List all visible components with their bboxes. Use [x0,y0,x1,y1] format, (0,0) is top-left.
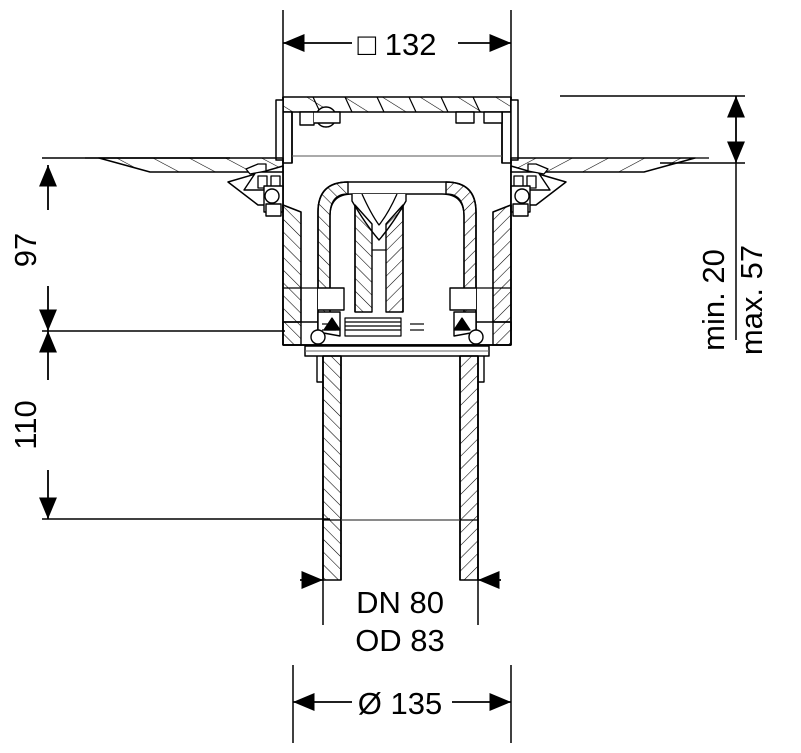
dimension-bottom-diameter-label: Ø 135 [358,686,442,721]
dimension-top-width [282,10,512,100]
dimension-bottom-diameter [292,665,512,743]
dimension-left-97 [39,157,230,331]
grate-assembly [275,96,519,164]
dimension-dn80-label: DN 80 [356,585,444,620]
dimension-od83-label: OD 83 [355,623,445,658]
dimension-right-max-label: max. 57 [734,245,769,355]
outlet-pipe [316,355,485,581]
dimension-right-height [560,95,745,340]
dimension-left-110-label: 110 [8,400,43,449]
dimension-left-110 [39,330,330,520]
dimension-top-width-label: □ 132 [357,27,436,62]
flange-left [85,157,284,217]
trap-base-detail [304,317,490,357]
flange-right [510,157,709,217]
dimension-outlet [300,571,501,625]
dimension-right-min-label: min. 20 [696,249,731,351]
odour-trap-insert [283,181,511,337]
dimension-left-97-label: 97 [8,233,43,267]
